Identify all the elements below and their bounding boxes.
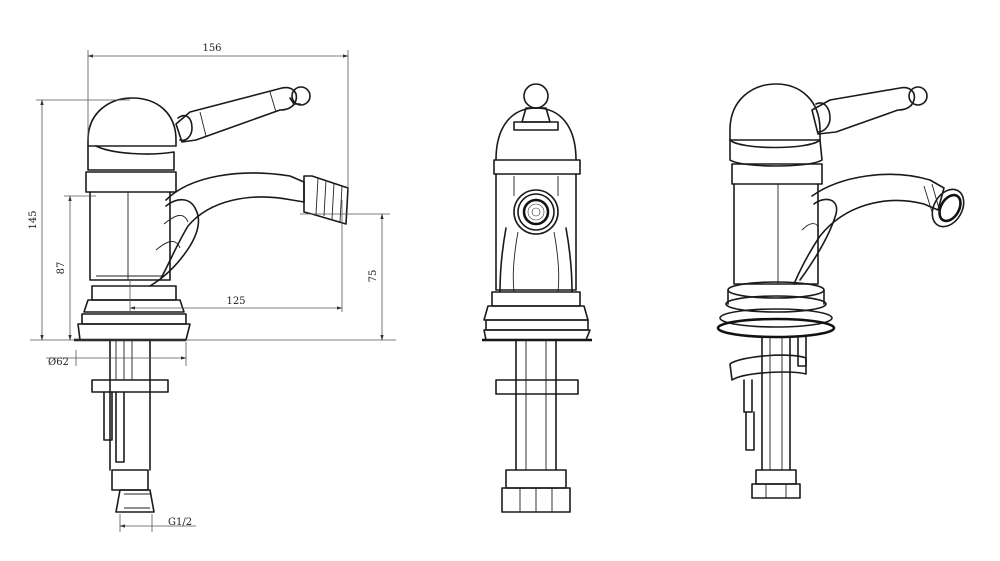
dim-spout-reach: 125 (226, 296, 245, 307)
dimension-lines (30, 50, 396, 532)
dim-thread: G1/2 (168, 517, 192, 528)
dim-height-total: 145 (28, 210, 39, 229)
dim-height-spout: 75 (368, 270, 379, 283)
dim-height-body: 87 (56, 262, 67, 275)
dim-width-total: 156 (202, 43, 221, 54)
side-view (74, 86, 349, 513)
front-view (482, 83, 592, 513)
perspective-view (716, 83, 965, 499)
dim-base-diameter: Ø62 (48, 357, 69, 368)
